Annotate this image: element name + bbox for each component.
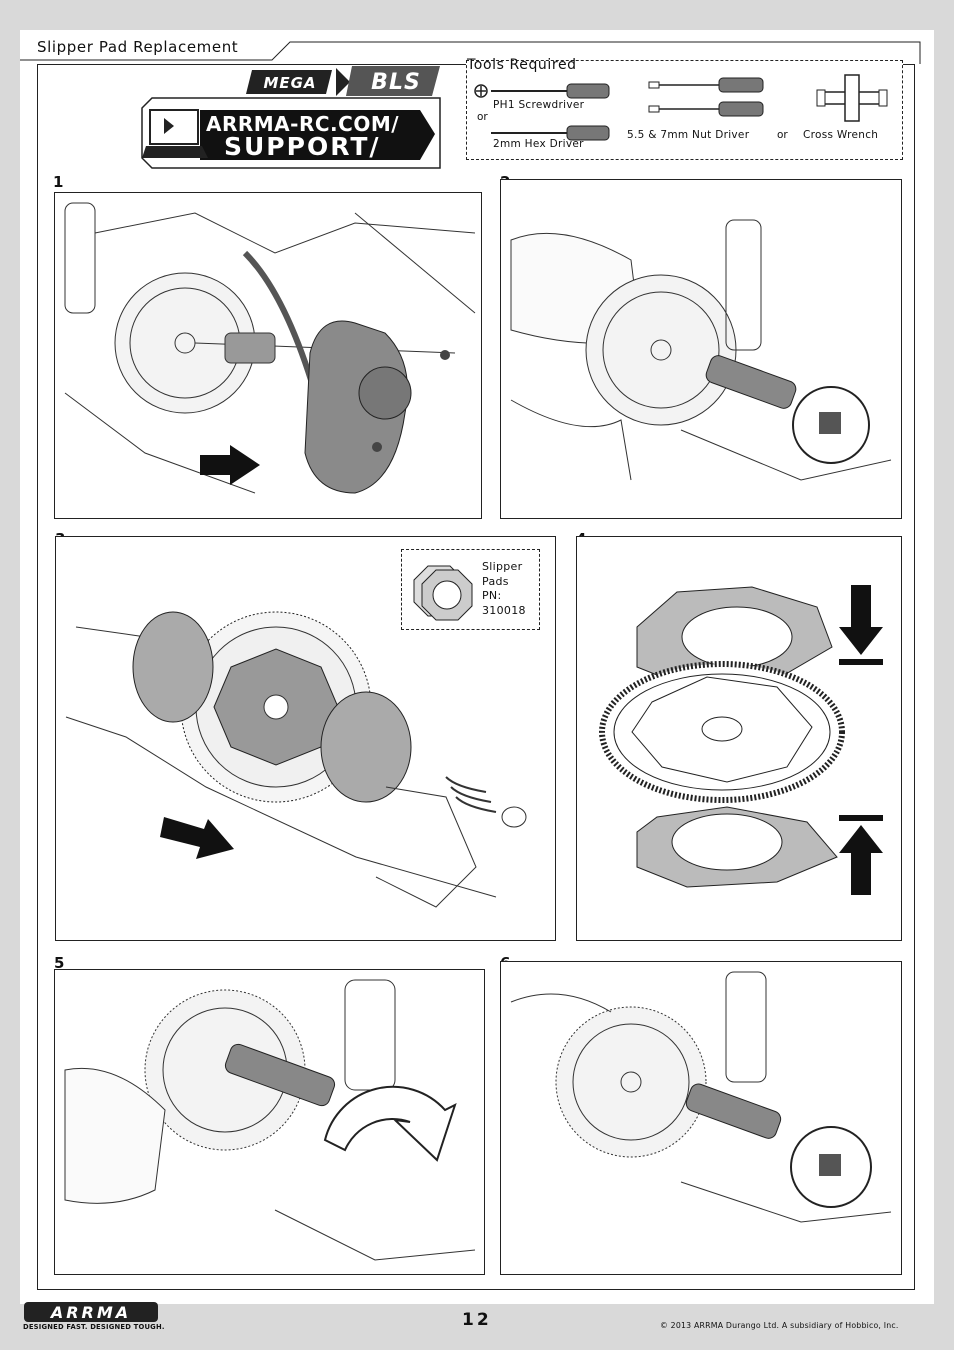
copyright-notice: © 2013 ARRMA Durango Ltd. A subsidiary o… — [660, 1321, 899, 1330]
reinstall-drawing — [510, 971, 892, 1223]
step-number-1: 1 — [53, 173, 64, 191]
slipper-pads-part-callout: Slipper Pads PN: 310018 — [401, 549, 540, 630]
slipper-pad-icon — [413, 565, 473, 621]
bls-logo-text: BLS — [371, 70, 421, 95]
brand-tagline: DESIGNED FAST. DESIGNED TOUGH. — [23, 1323, 165, 1331]
tool-label-nut-driver: 5.5 & 7mm Nut Driver — [627, 129, 750, 141]
tighten-nut-drawing — [64, 979, 476, 1261]
tools-required-title: Tools Required — [467, 57, 577, 73]
slipper-pad-stack-drawing — [599, 585, 883, 895]
step-2-illustration — [500, 179, 902, 519]
screw-icon — [440, 350, 450, 360]
step-5-illustration — [54, 969, 485, 1275]
laptop-icon — [142, 109, 208, 158]
slipper-pads-line3: PN: — [482, 589, 502, 602]
tool-or-1: or — [477, 111, 488, 123]
tool-or-2: or — [777, 129, 788, 141]
tools-required-box: PH1 Screwdriver or 2mm Hex Driver 5.5 & … — [466, 60, 903, 160]
mega-bls-logo — [141, 66, 441, 169]
rotate-clockwise-arrow — [323, 1085, 457, 1162]
tools-illustrations — [474, 74, 888, 141]
phillips-screwdriver-icon — [474, 83, 610, 99]
tool-label-hex: 2mm Hex Driver — [493, 138, 584, 150]
slipper-pads-label: Slipper Pads PN: 310018 — [482, 560, 526, 618]
step-4-illustration — [576, 536, 902, 941]
brand-logo-text: ARRMA — [49, 1303, 131, 1322]
screw-icon — [372, 442, 382, 452]
cross-wrench-icon — [816, 74, 888, 122]
down-arrow — [839, 585, 883, 655]
up-arrow — [839, 825, 883, 895]
step-1-illustration — [54, 192, 482, 519]
page-number: 12 — [462, 1310, 492, 1330]
support-url-line1: ARRMA-RC.COM/ — [206, 112, 400, 136]
support-banner: MEGA BLS ARRMA-RC.COM/ SUPPORT/ — [140, 62, 450, 170]
step-6-illustration — [500, 961, 902, 1275]
step-number-5: 5 — [54, 954, 65, 972]
direction-arrow — [160, 817, 234, 859]
arrma-footer-logo: ARRMA — [24, 1302, 158, 1322]
slipper-pads-line1: Slipper — [482, 560, 523, 573]
gear-cover-removal-drawing — [64, 202, 476, 494]
tool-label-ph1: PH1 Screwdriver — [493, 99, 585, 111]
slipper-pads-line2: Pads — [482, 574, 509, 588]
title-rule — [20, 41, 921, 64]
tool-label-cross-wrench: Cross Wrench — [803, 129, 879, 141]
hex-driver-icon — [491, 125, 610, 141]
section-title: Slipper Pad Replacement — [37, 38, 239, 56]
mega-logo-text: MEGA — [263, 74, 317, 92]
slipper-pads-part-number: 310018 — [482, 603, 526, 617]
gear-cover — [304, 320, 412, 494]
nut-driver-icon — [648, 77, 764, 117]
loosen-nut-drawing — [510, 219, 892, 481]
direction-arrow — [200, 445, 260, 485]
support-url-line2: SUPPORT/ — [224, 132, 381, 161]
exploded-slipper-drawing — [65, 611, 527, 908]
cross-wrench-in-use — [705, 355, 870, 464]
spur-gear — [599, 661, 845, 803]
